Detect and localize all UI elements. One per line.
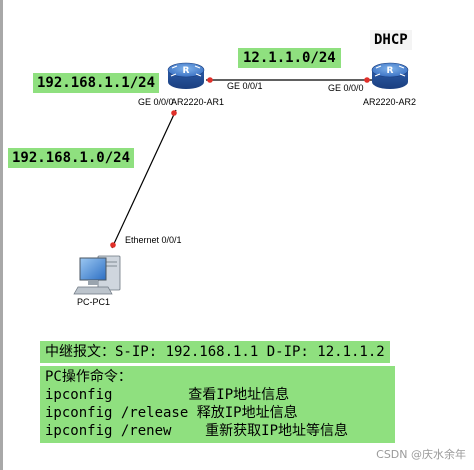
svg-text:R: R <box>183 66 190 76</box>
pc1-icon[interactable] <box>73 255 121 295</box>
command-text: ipconfig /release <box>45 405 197 421</box>
link-ar1-pc1 <box>111 109 177 249</box>
relay-packet-note: 中继报文：S-IP: 192.168.1.1 D-IP: 12.1.1.2 <box>40 341 390 363</box>
pc-lan-subnet-label: 192.168.1.0/24 <box>8 148 135 168</box>
router-ar1-icon[interactable]: R <box>167 62 205 89</box>
svg-text:R: R <box>387 66 394 76</box>
port-dot-ar1-ge001 <box>207 77 213 83</box>
ar1-lan-ip-label: 192.168.1.1/24 <box>33 73 160 93</box>
command-text: ipconfig <box>45 387 189 403</box>
pc-commands-title: PC操作命令： <box>45 369 132 385</box>
port-dot-ar1-ge000 <box>171 110 177 116</box>
command-desc: 重新获取IP地址等信息 <box>205 423 349 439</box>
wan-subnet-label: 12.1.1.0/24 <box>238 48 341 68</box>
port-dot-ar2-ge000 <box>364 77 370 83</box>
ar1-port-ge001-label: GE 0/0/1 <box>227 81 263 91</box>
router-ar2-icon[interactable]: R <box>371 62 409 89</box>
watermark: CSDN @庆水余年 <box>376 448 466 461</box>
pc1-device-name: PC-PC1 <box>77 297 111 307</box>
pc1-port-label: Ethernet 0/0/1 <box>125 235 182 245</box>
ar1-port-ge000-label: GE 0/0/0 <box>138 97 174 107</box>
ar1-device-name: AR2220-AR1 <box>171 97 225 107</box>
dhcp-server-label: DHCP <box>370 30 412 50</box>
command-row: ipconfig /release 释放IP地址信息 <box>45 404 391 422</box>
ar2-port-ge000-label: GE 0/0/0 <box>328 83 364 93</box>
window-edge <box>0 0 3 470</box>
command-row: ipconfig /renew 重新获取IP地址等信息 <box>45 422 391 440</box>
command-row: ipconfig 查看IP地址信息 <box>45 386 391 404</box>
command-text: ipconfig /renew <box>45 423 206 439</box>
pc-commands-box: PC操作命令： ipconfig 查看IP地址信息 ipconfig /rele… <box>40 366 395 443</box>
command-desc: 释放IP地址信息 <box>196 405 298 421</box>
ar2-device-name: AR2220-AR2 <box>363 97 417 107</box>
command-desc: 查看IP地址信息 <box>188 387 290 403</box>
port-dot-pc1-eth <box>110 242 116 248</box>
